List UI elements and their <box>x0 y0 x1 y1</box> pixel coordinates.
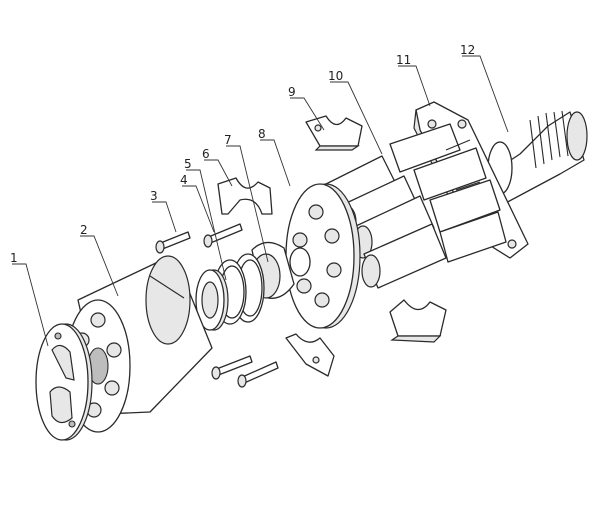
part-screw-lower-2 <box>237 361 279 388</box>
callout-2: 2 <box>80 223 88 237</box>
callout-1: 1 <box>10 251 18 265</box>
leader-lines <box>12 55 509 347</box>
callout-labels: 1 2 3 4 5 6 7 8 9 10 11 12 <box>10 43 475 265</box>
callout-4: 4 <box>180 173 188 187</box>
part-6-spring-clip <box>217 177 273 215</box>
callout-3: 3 <box>150 189 158 203</box>
callout-11: 11 <box>396 53 411 67</box>
callout-10: 10 <box>328 69 343 83</box>
callout-5: 5 <box>184 157 192 171</box>
part-1-valve-plate <box>35 323 93 441</box>
part-8-retaining-plate <box>285 183 361 329</box>
callout-12: 12 <box>460 43 475 57</box>
part-9-retainer-clip <box>305 115 363 151</box>
part-3-screw-upper <box>155 231 191 254</box>
part-screw-lower <box>211 355 253 380</box>
callout-9: 9 <box>288 85 296 99</box>
part-3-screw-upper-2 <box>203 223 243 248</box>
part-lower-retainer-clip <box>389 299 447 343</box>
callout-7: 7 <box>224 133 232 147</box>
part-spacer-stack <box>195 269 229 331</box>
callout-6: 6 <box>202 147 210 161</box>
callout-8: 8 <box>258 127 266 141</box>
part-lower-bracket <box>285 333 335 377</box>
